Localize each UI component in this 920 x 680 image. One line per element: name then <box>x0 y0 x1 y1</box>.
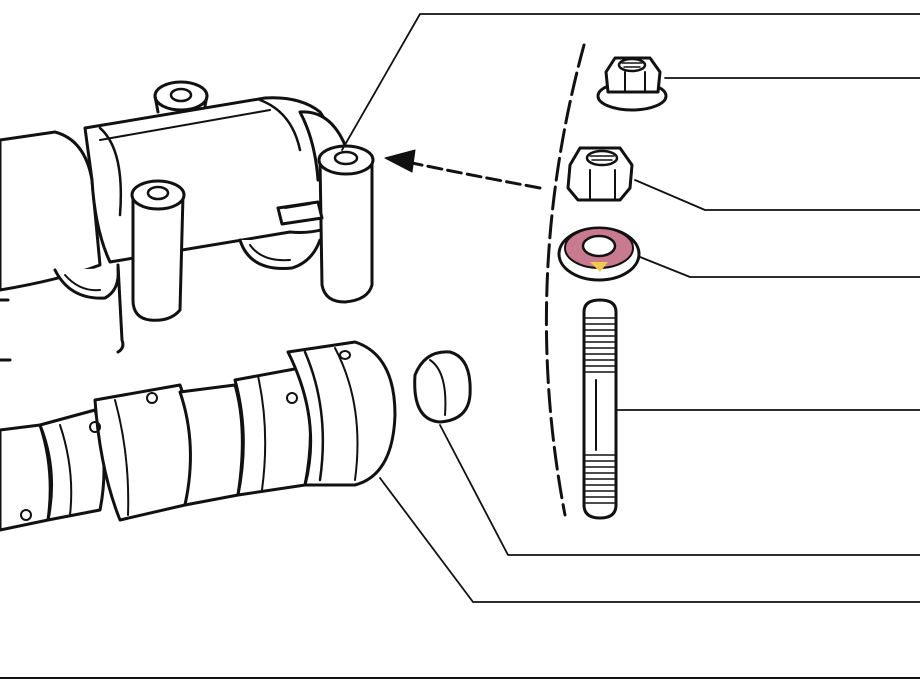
cap-plug[interactable] <box>413 350 472 424</box>
hex-nut[interactable] <box>566 146 634 202</box>
leader-housing <box>341 13 920 151</box>
camshaft-bearing-housing[interactable] <box>0 80 375 362</box>
leader-washer <box>639 256 920 278</box>
leader-cap-plug <box>439 424 920 556</box>
leader-lines <box>341 13 920 603</box>
washer[interactable] <box>557 226 641 282</box>
dashed-boundary <box>544 43 586 517</box>
leader-camshaft <box>379 477 920 603</box>
stud[interactable] <box>582 298 618 520</box>
flange-nut[interactable] <box>596 56 668 112</box>
assembly-arrow <box>384 149 542 190</box>
camshaft[interactable] <box>0 340 397 532</box>
leader-hex-nut <box>634 179 920 211</box>
